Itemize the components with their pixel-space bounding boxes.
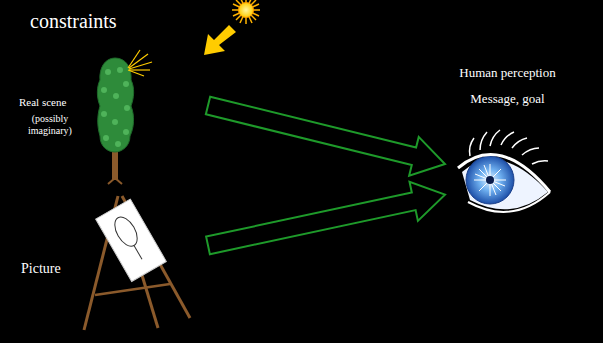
tree bbox=[97, 50, 152, 184]
block-arrow bbox=[206, 97, 445, 176]
node-title: Real scene bbox=[19, 96, 99, 109]
title-fragment: constraints bbox=[30, 10, 117, 32]
node-title: Picture bbox=[21, 261, 91, 277]
block-arrow bbox=[206, 182, 445, 254]
picture-group: Picture bbox=[15, 195, 208, 335]
node-note: Message, goal bbox=[445, 92, 570, 107]
easel bbox=[84, 196, 190, 330]
eye bbox=[458, 130, 550, 212]
scene-group: Real scene (possibly imaginary) bbox=[15, 60, 208, 190]
node-title: Human perception bbox=[445, 66, 570, 81]
node-note: (possibly imaginary) bbox=[21, 113, 79, 136]
perception-group: Human perceptionMessage, goal bbox=[445, 62, 570, 232]
sun bbox=[232, 0, 260, 24]
light-arrow bbox=[204, 25, 236, 55]
